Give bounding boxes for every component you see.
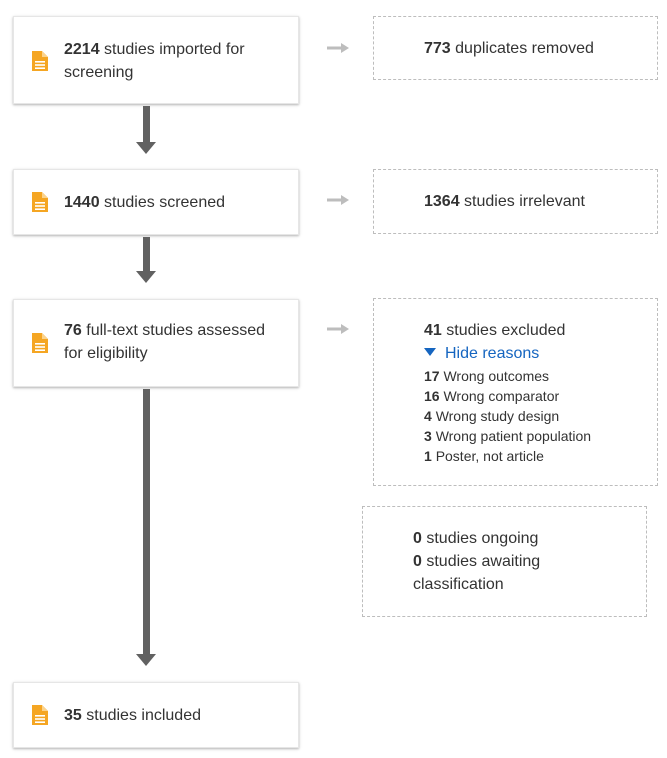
- reason-label: Wrong study design: [435, 408, 560, 424]
- arrow-right-icon: [327, 324, 349, 334]
- document-icon: [32, 333, 48, 353]
- included-box: 35 studies included: [13, 682, 299, 748]
- reason-count: 3: [424, 428, 432, 444]
- excluded-label: studies excluded: [446, 322, 566, 339]
- triangle-down-icon: [424, 348, 436, 356]
- reason-label: Poster, not article: [435, 448, 544, 464]
- reason-label: Wrong comparator: [443, 388, 560, 404]
- flow-arrow-2: [143, 237, 150, 272]
- awaiting-label: studies awaiting classification: [413, 553, 541, 593]
- screened-text: 1440 studies screened: [64, 191, 286, 214]
- excluded-text: 41 studies excluded: [424, 319, 565, 342]
- fulltext-box: 76 full-text studies assessed for eligib…: [13, 299, 299, 387]
- duplicates-label: duplicates removed: [455, 40, 594, 57]
- exclusion-reason: 3 Wrong patient population: [424, 426, 591, 446]
- ongoing-text: 0 studies ongoing: [413, 527, 538, 550]
- flow-arrow-3: [143, 389, 150, 655]
- imported-box: 2214 studies imported for screening: [13, 16, 299, 104]
- awaiting-count: 0: [413, 553, 422, 570]
- excluded-box: 41 studies excluded Hide reasons 17 Wron…: [373, 298, 658, 486]
- exclusion-reason: 17 Wrong outcomes: [424, 366, 591, 386]
- screened-label: studies screened: [104, 194, 226, 211]
- exclusion-reason: 4 Wrong study design: [424, 406, 591, 426]
- fulltext-label: full-text studies assessed for eligibili…: [64, 322, 265, 362]
- ongoing-label: studies ongoing: [426, 530, 539, 547]
- duplicates-count: 773: [424, 40, 451, 57]
- exclusion-reason: 1 Poster, not article: [424, 446, 591, 466]
- awaiting-text: 0 studies awaiting classification: [413, 550, 583, 596]
- document-icon: [32, 192, 48, 212]
- reason-count: 17: [424, 368, 440, 384]
- arrow-down-icon: [136, 142, 156, 154]
- irrelevant-text: 1364 studies irrelevant: [424, 190, 585, 213]
- fulltext-count: 76: [64, 322, 82, 339]
- screened-count: 1440: [64, 194, 100, 211]
- reason-count: 4: [424, 408, 432, 424]
- exclusion-reason: 16 Wrong comparator: [424, 386, 591, 406]
- flow-arrow-1: [143, 106, 150, 143]
- duplicates-box: 773 duplicates removed: [373, 16, 658, 80]
- arrow-down-icon: [136, 654, 156, 666]
- hide-reasons-toggle[interactable]: Hide reasons: [424, 342, 539, 365]
- document-icon: [32, 51, 48, 71]
- included-label: studies included: [86, 707, 201, 724]
- fulltext-text: 76 full-text studies assessed for eligib…: [64, 319, 286, 365]
- arrow-right-icon: [327, 195, 349, 205]
- imported-text: 2214 studies imported for screening: [64, 38, 286, 84]
- reason-count: 16: [424, 388, 440, 404]
- ongoing-count: 0: [413, 530, 422, 547]
- irrelevant-label: studies irrelevant: [464, 193, 585, 210]
- included-count: 35: [64, 707, 82, 724]
- arrow-right-icon: [327, 43, 349, 53]
- imported-label: studies imported for screening: [64, 41, 245, 81]
- reason-label: Wrong patient population: [435, 428, 592, 444]
- exclusion-reasons-list: 17 Wrong outcomes 16 Wrong comparator 4 …: [424, 366, 591, 466]
- excluded-count: 41: [424, 322, 442, 339]
- document-icon: [32, 705, 48, 725]
- screened-box: 1440 studies screened: [13, 169, 299, 235]
- irrelevant-count: 1364: [424, 193, 460, 210]
- reason-count: 1: [424, 448, 432, 464]
- included-text: 35 studies included: [64, 704, 286, 727]
- irrelevant-box: 1364 studies irrelevant: [373, 169, 658, 234]
- ongoing-box: 0 studies ongoing 0 studies awaiting cla…: [362, 506, 647, 617]
- hide-reasons-label: Hide reasons: [445, 345, 540, 362]
- duplicates-text: 773 duplicates removed: [424, 37, 594, 60]
- arrow-down-icon: [136, 271, 156, 283]
- reason-label: Wrong outcomes: [443, 368, 550, 384]
- imported-count: 2214: [64, 41, 100, 58]
